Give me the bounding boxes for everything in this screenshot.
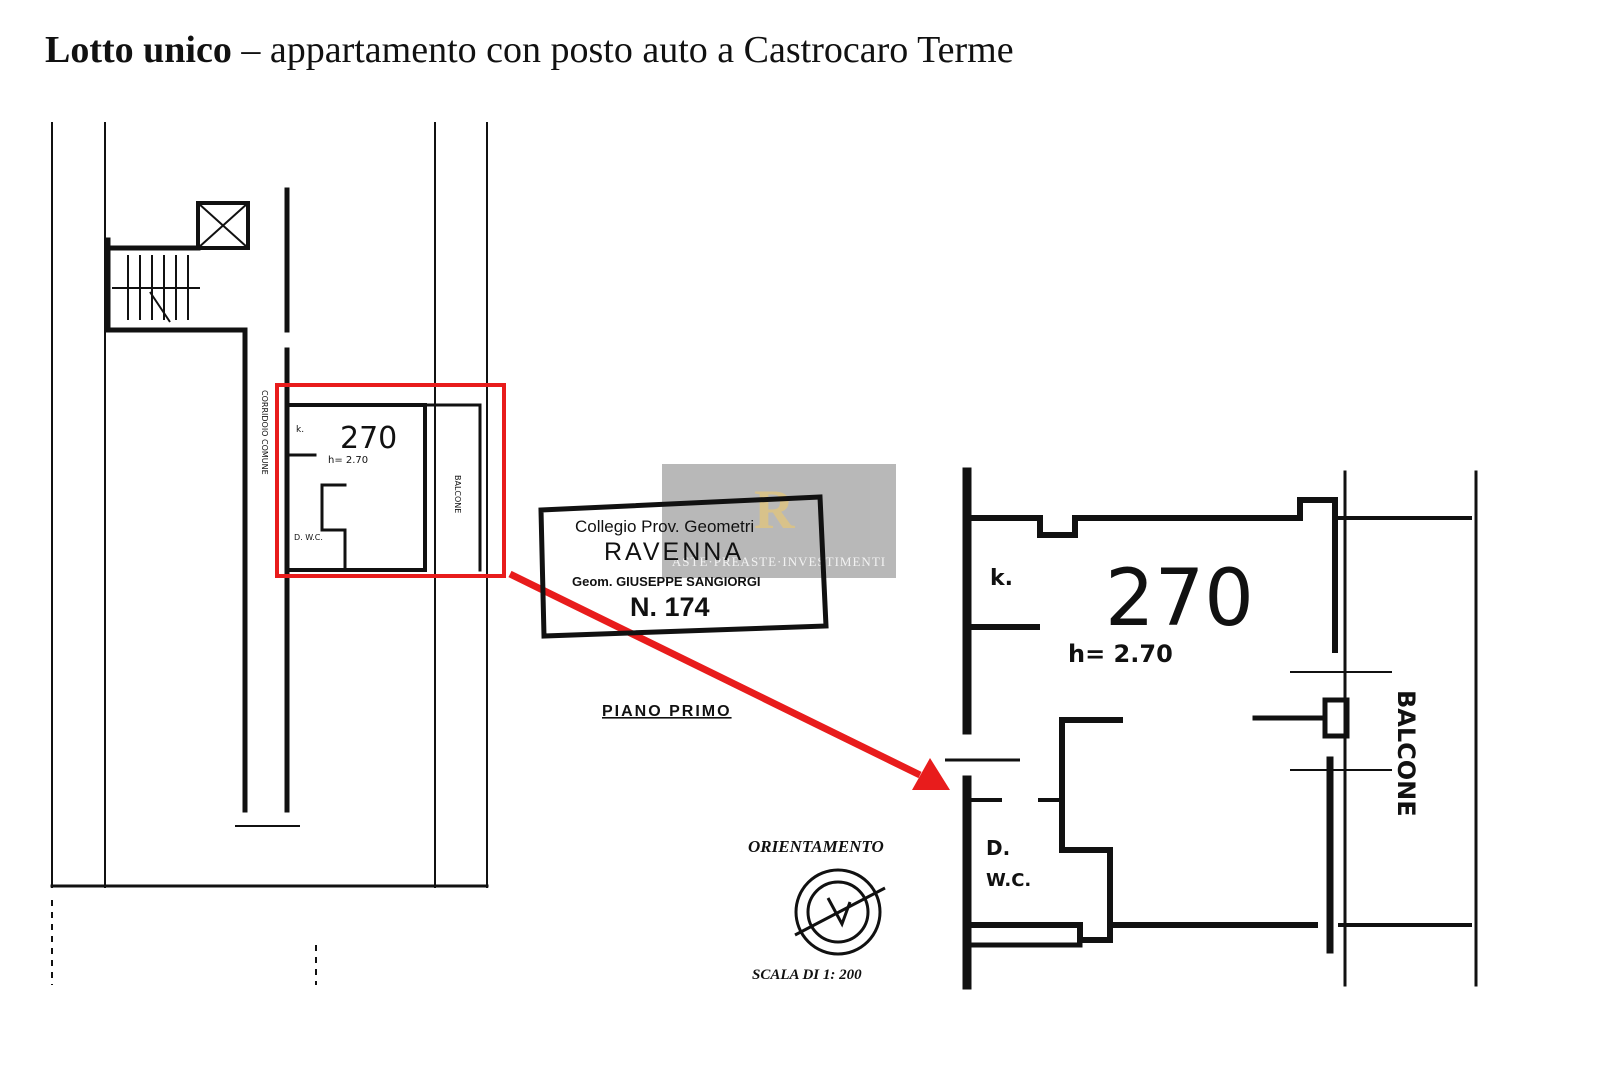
corridor-label: CORRIDOIO COMUNE — [260, 390, 269, 475]
watermark: R ASTE·PREASTE·INVESTIMENTI — [662, 464, 896, 578]
stamp-line-1: Collegio Prov. Geometri — [575, 517, 754, 536]
arrow-head — [912, 758, 950, 790]
watermark-text: ASTE·PREASTE·INVESTIMENTI — [671, 554, 887, 569]
balcony-label-right: BALCONE — [1392, 690, 1420, 817]
lot-description: – appartamento con posto auto a Castroca… — [231, 29, 1014, 71]
scale-label: SCALA DI 1: 200 — [752, 967, 862, 983]
kitchen-label-right: k. — [990, 566, 1013, 591]
watermark-logo: R — [754, 479, 795, 541]
stamp-line-2: RAVENNA — [604, 538, 744, 566]
wc-label-right-1: D. — [986, 836, 1010, 860]
lot-title: Lotto unico — [45, 29, 232, 71]
balcony-label-left: BALCONE — [453, 475, 462, 513]
stamp-line-4: N. 174 — [630, 592, 710, 622]
kitchen-label-left: k. — [296, 425, 304, 435]
north-arrow-icon — [794, 868, 886, 956]
height-note-left: h= 2.70 — [328, 455, 368, 466]
stamp-line-3: Geom. GIUSEPPE SANGIORGI — [572, 574, 761, 589]
unit-number-right: 270 — [1105, 554, 1254, 644]
wc-label-right-2: W.C. — [986, 870, 1031, 891]
building-plan-left: 270 h= 2.70 k. D. W.C. BALCONE CORRIDOIO… — [50, 122, 489, 985]
highlight-arrow — [508, 570, 922, 779]
unit-plan-enlarged: 270 h= 2.70 k. D. W.C. BALCONE — [945, 467, 1478, 990]
height-note-right: h= 2.70 — [1068, 640, 1173, 668]
wc-label-left: D. W.C. — [294, 533, 323, 542]
surveyor-stamp: Collegio Prov. Geometri RAVENNA Geom. GI… — [538, 494, 829, 639]
orientation-label: ORIENTAMENTO — [748, 837, 884, 856]
page-title: Lotto unico – appartamento con posto aut… — [45, 28, 1014, 72]
highlight-box — [275, 383, 506, 578]
floor-label: PIANO PRIMO — [602, 703, 732, 720]
unit-number-left: 270 — [340, 421, 397, 456]
